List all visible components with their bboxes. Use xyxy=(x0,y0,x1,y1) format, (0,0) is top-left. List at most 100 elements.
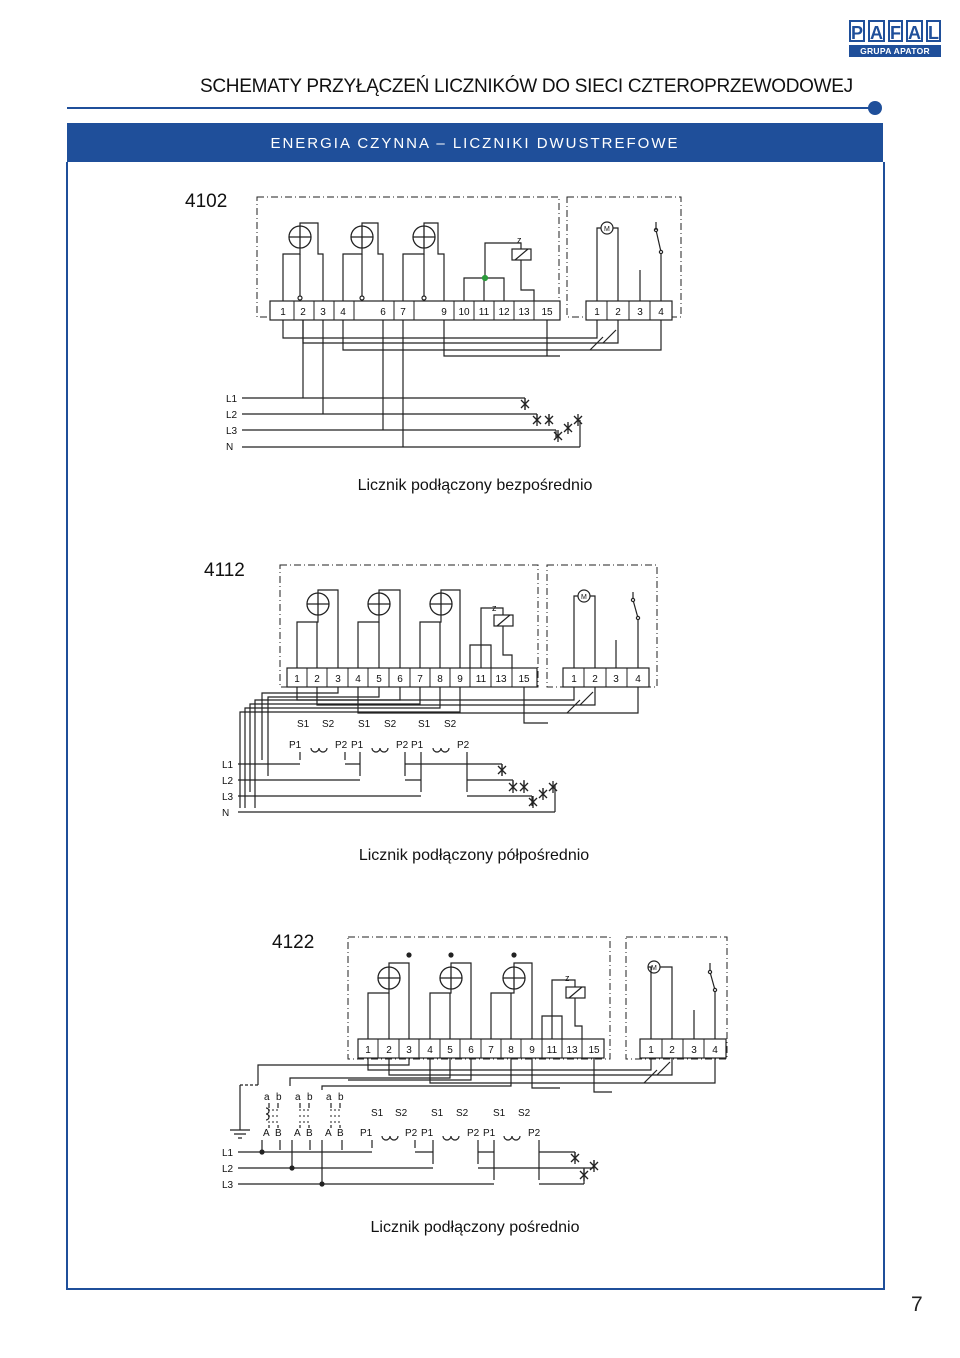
terminal-label: 6 xyxy=(380,307,386,318)
aux-terminal-label: 3 xyxy=(637,307,643,318)
page-title: SCHEMATY PRZYŁĄCZEŃ LICZNIKÓW DO SIECI C… xyxy=(200,76,853,97)
page-number: 7 xyxy=(911,1293,923,1316)
ct-secondary-label: S2 xyxy=(395,1108,408,1119)
terminal-label: 9 xyxy=(457,674,463,685)
ct-secondary-label: S1 xyxy=(431,1108,444,1119)
motor-label: M xyxy=(581,594,587,601)
line-label: L3 xyxy=(226,426,238,437)
terminal-label: 2 xyxy=(314,674,320,685)
terminal-label: 11 xyxy=(479,307,490,318)
vt-primary-label: A xyxy=(294,1128,301,1139)
ct-primary-label: P2 xyxy=(457,740,470,751)
aux-terminal-label: 3 xyxy=(691,1045,697,1056)
terminal-label: 15 xyxy=(518,674,530,685)
terminal-label: 1 xyxy=(294,674,300,685)
logo-letters: P A F A L xyxy=(849,20,942,43)
terminal-label: 11 xyxy=(547,1045,558,1056)
terminal-label: 6 xyxy=(468,1045,474,1056)
section-banner: ENERGIA CZYNNA – LICZNIKI DWUSTREFOWE xyxy=(67,123,883,162)
ct-secondary-label: S1 xyxy=(493,1108,506,1119)
vt-primary-label: B xyxy=(337,1128,344,1139)
terminal-label: 7 xyxy=(488,1045,494,1056)
terminal-label: 4 xyxy=(355,674,361,685)
vt-secondary-label: a xyxy=(326,1092,332,1103)
aux-terminal-label: 1 xyxy=(571,674,577,685)
terminal-label: 2 xyxy=(386,1045,392,1056)
vt-primary-label: A xyxy=(325,1128,332,1139)
logo-letter: P xyxy=(849,20,866,43)
terminal-label: 12 xyxy=(498,307,510,318)
terminal-label: 1 xyxy=(280,307,286,318)
aux-terminal-label: 2 xyxy=(669,1045,675,1056)
terminal-label: 4 xyxy=(340,307,346,318)
line-label: L1 xyxy=(222,1148,234,1159)
diagram-4102: 4102 1 2 3 4 6 7 9 10 11 12 13 15 xyxy=(185,191,682,494)
diagram-4112: 4112 1 2 3 4 5 6 7 8 9 11 13 15 1 xyxy=(204,560,658,864)
ct-primary-label: P2 xyxy=(405,1128,418,1139)
vt-primary-label: B xyxy=(306,1128,313,1139)
diagram-caption: Licznik podłączony pośrednio xyxy=(370,1219,579,1236)
ct-primary-label: P1 xyxy=(289,740,302,751)
ct-primary-label: P1 xyxy=(483,1128,496,1139)
ct-secondary-label: S2 xyxy=(322,719,335,730)
line-label: L2 xyxy=(226,410,238,421)
line-label: L1 xyxy=(226,394,238,405)
aux-terminal-label: 2 xyxy=(592,674,598,685)
terminal-label: 3 xyxy=(320,307,326,318)
line-label: N xyxy=(226,442,233,453)
ct-secondary-label: S2 xyxy=(444,719,457,730)
aux-terminal-label: 1 xyxy=(648,1045,654,1056)
terminal-label: 2 xyxy=(300,307,306,318)
aux-terminal-label: 3 xyxy=(613,674,619,685)
vt-secondary-label: a xyxy=(295,1092,301,1103)
ct-primary-label: P1 xyxy=(411,740,424,751)
aux-terminal-label: 2 xyxy=(615,307,621,318)
logo-letter: F xyxy=(888,20,904,43)
terminal-label: 6 xyxy=(397,674,403,685)
logo-letter: A xyxy=(868,20,886,43)
terminal-label: 1 xyxy=(365,1045,371,1056)
line-label: L2 xyxy=(222,1164,234,1175)
ct-primary-label: P2 xyxy=(396,740,409,751)
line-label: L3 xyxy=(222,1180,234,1191)
model-label: 4122 xyxy=(272,932,314,953)
terminal-label: 10 xyxy=(458,307,470,318)
terminal-label: 13 xyxy=(566,1045,578,1056)
aux-terminal-label: 4 xyxy=(635,674,641,685)
ct-secondary-label: S2 xyxy=(456,1108,469,1119)
terminal-label: 5 xyxy=(447,1045,453,1056)
ct-primary-label: P1 xyxy=(360,1128,373,1139)
ct-secondary-label: S1 xyxy=(418,719,431,730)
ct-primary-label: P2 xyxy=(335,740,348,751)
ct-primary-label: P1 xyxy=(351,740,364,751)
terminal-label: 5 xyxy=(376,674,382,685)
relay-label: z xyxy=(517,235,522,245)
ct-secondary-label: S2 xyxy=(384,719,397,730)
vt-secondary-label: b xyxy=(307,1092,313,1103)
ct-secondary-label: S2 xyxy=(518,1108,531,1119)
terminal-label: 7 xyxy=(400,307,406,318)
terminal-label: 4 xyxy=(427,1045,433,1056)
title-dot xyxy=(868,101,882,115)
motor-label: M xyxy=(604,226,610,233)
ct-secondary-label: S1 xyxy=(358,719,371,730)
model-label: 4112 xyxy=(204,560,245,581)
terminal-label: 8 xyxy=(437,674,443,685)
terminal-label: 15 xyxy=(588,1045,600,1056)
vt-secondary-label: b xyxy=(338,1092,344,1103)
ct-primary-label: P2 xyxy=(467,1128,480,1139)
motor-label: M xyxy=(651,965,657,972)
diagram-caption: Licznik podłączony bezpośrednio xyxy=(358,477,593,494)
terminal-label: 15 xyxy=(541,307,553,318)
title-rule xyxy=(67,107,876,109)
logo-subtitle: GRUPA APATOR xyxy=(849,45,941,57)
terminal-label: 3 xyxy=(335,674,341,685)
ct-primary-label: P2 xyxy=(528,1128,541,1139)
pafal-logo: P A F A L GRUPA APATOR xyxy=(849,20,942,60)
ct-secondary-label: S1 xyxy=(371,1108,384,1119)
aux-terminal-label: 4 xyxy=(712,1045,718,1056)
terminal-label: 13 xyxy=(518,307,530,318)
vt-primary-label: B xyxy=(275,1128,282,1139)
vt-primary-label: A xyxy=(263,1128,270,1139)
